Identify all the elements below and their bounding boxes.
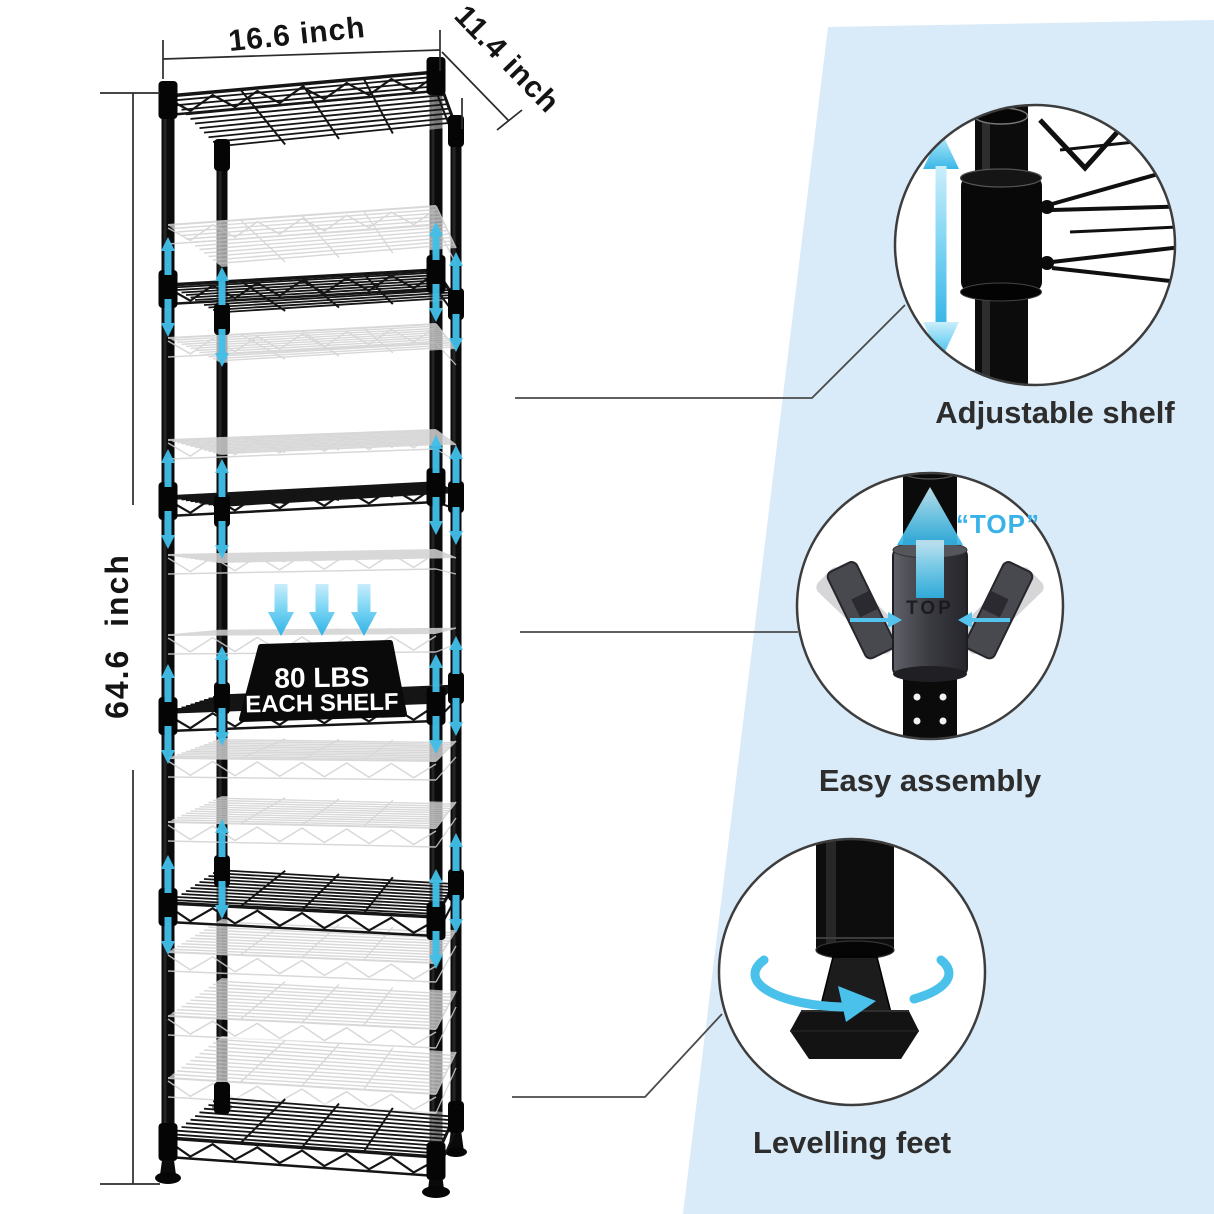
ghost-shelf — [167, 549, 457, 575]
ghost-shelf — [167, 978, 457, 1049]
levelling-feet-detail — [750, 839, 954, 1059]
ghost-shelf — [167, 738, 457, 781]
shelf — [158, 855, 464, 940]
ghost-shelf — [167, 205, 457, 267]
feature-levelling-feet: Levelling feet — [717, 837, 987, 1160]
ghost-shelf — [167, 323, 457, 366]
ghost-shelf — [167, 1036, 457, 1114]
load-capacity-badge: 80 LBS EACH SHELF — [239, 584, 407, 722]
callout-lines — [512, 304, 906, 1098]
width-dimension-label: 16.6 inch — [227, 11, 367, 58]
top-callout-label: “TOP” — [956, 509, 1040, 539]
load-badge-line1: 80 LBS — [274, 661, 369, 694]
connector-half-right — [964, 561, 1034, 660]
shelf — [158, 255, 464, 335]
push-in-arrows-icon — [850, 612, 1010, 628]
dimension-lines — [100, 30, 523, 1185]
feature-adjustable-shelf: Adjustable shelf — [893, 103, 1177, 430]
load-arrow-icon — [268, 584, 294, 636]
insert-up-arrow-icon — [897, 487, 963, 598]
load-badge-shape — [239, 640, 407, 722]
feature-circle-ring — [893, 103, 1177, 387]
callout-line-feet — [512, 1013, 723, 1098]
shelf — [158, 468, 464, 527]
feature-easy-assembly: TOP “TOP” Easy assembly — [795, 471, 1065, 798]
up-down-arrow-icon — [923, 131, 959, 360]
load-arrow-icon — [309, 584, 335, 636]
load-badge-line2: EACH SHELF — [245, 689, 399, 719]
feature-label-easy-assembly: Easy assembly — [819, 763, 1042, 798]
adjustable-shelf-detail — [923, 105, 1175, 385]
feature-circle-ring — [795, 471, 1065, 741]
load-arrow-icon — [351, 584, 377, 636]
feature-label-levelling-feet: Levelling feet — [753, 1125, 951, 1160]
load-arrows — [268, 584, 377, 636]
easy-assembly-detail: TOP — [816, 473, 1044, 739]
adjust-arrow-icons — [161, 222, 463, 969]
shelf — [158, 1082, 464, 1180]
shelving-unit-illustration — [155, 57, 467, 1198]
feature-circle-ring — [717, 837, 987, 1107]
callout-line-adjustable — [515, 304, 906, 399]
feature-label-adjustable-shelf: Adjustable shelf — [935, 395, 1175, 430]
sleeve-top-marking: TOP — [906, 598, 954, 619]
depth-dimension-label: 11.4 inch — [448, 0, 566, 120]
rotate-arrow-icon — [750, 955, 954, 1022]
shelf — [158, 57, 464, 171]
height-dimension-label: 64.6 inch — [99, 553, 135, 719]
connector-half-left — [826, 561, 896, 660]
ghost-shelf — [167, 429, 457, 462]
ghost-shelf — [167, 796, 457, 848]
